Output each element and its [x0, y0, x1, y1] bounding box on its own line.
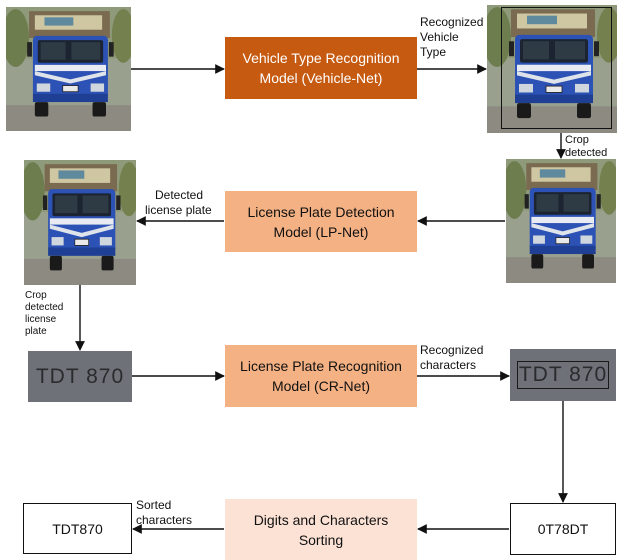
cr-net-box: License Plate Recognition Model (CR-Net) — [225, 345, 417, 407]
cropped-plate-text: TDT 870 — [35, 364, 125, 388]
sorted-output-box: TDT870 — [23, 503, 132, 554]
label-sorted-characters: Sorted characters — [136, 498, 193, 527]
sorting-line1: Digits and Characters — [253, 511, 389, 528]
lp-net-box: License Plate Detection Model (LP-Net) — [225, 191, 417, 252]
recognized-plate-text: TDT 870 — [516, 361, 610, 389]
vehicle-net-box: Vehicle Type Recognition Model (Vehicle-… — [225, 37, 417, 99]
vehicle-bounding-box — [501, 7, 612, 129]
sorted-output-text: TDT870 — [52, 520, 103, 537]
sorting-box: Digits and Characters Sorting — [225, 499, 417, 560]
cr-net-line1: License Plate Recognition — [240, 358, 402, 374]
sorting-line2: Sorting — [298, 531, 344, 548]
vehicle-net-line1: Vehicle Type Recognition — [242, 50, 400, 66]
unsorted-output-box: 0T78DT — [510, 503, 616, 555]
label-recognized-vehicle-type: Recognized Vehicle Type — [420, 15, 484, 59]
unsorted-output-text: 0T78DT — [537, 521, 589, 537]
cropped-license-plate-image: TDT 870 — [28, 351, 132, 402]
vehicle-net-line2: Model (Vehicle-Net) — [259, 70, 383, 86]
lp-net-line1: License Plate Detection — [247, 203, 395, 220]
recognized-plate-image: TDT 870 — [510, 349, 616, 401]
cr-net-line2: Model (CR-Net) — [271, 378, 370, 394]
label-recognized-characters: Recognized characters — [420, 343, 484, 372]
label-detected-license-plate: Detected license plate — [145, 188, 212, 217]
label-crop-detected-license-plate: Crop detected license plate — [25, 290, 64, 337]
classified-vehicle-image — [487, 5, 617, 133]
lp-net-line2: Model (LP-Net) — [273, 223, 369, 240]
